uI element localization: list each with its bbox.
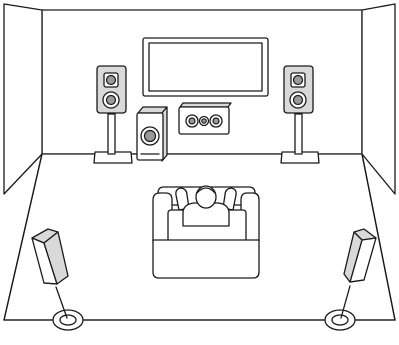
sr-stand-pole [340,285,351,319]
fl-tweeter-icon [105,74,117,86]
sr-cabinet-bottom [349,279,365,283]
left-wall [3,3,43,195]
center-right-driver-cone [212,117,220,125]
fr-stand-base [280,151,320,164]
right-floor-edge [361,153,396,321]
sl-base-inner [59,314,77,326]
right-wall [361,3,396,195]
sofa-front [152,239,260,279]
sl-cabinet-side [43,231,69,285]
surround-right-speaker [324,228,377,331]
listener-head [195,185,217,209]
sub-driver-cone [143,129,157,143]
television [142,37,269,97]
subwoofer [136,106,168,162]
sl-stand-pole [55,286,68,319]
fr-woofer-cone [292,94,304,106]
front-right-speaker [280,65,320,164]
front-left-speaker [93,65,133,164]
fl-stand-base [93,151,133,164]
sofa-left-arm [152,192,173,243]
listener [175,185,237,227]
center-speaker [178,102,232,135]
listener-hair [196,187,216,194]
listener-left-arm [175,187,190,211]
surround-left-speaker [31,228,84,331]
room [3,3,396,321]
fr-stand-pole [294,113,303,155]
listener-body [182,202,230,227]
fl-stand-pole [107,113,116,155]
center-tweeter-cone [201,118,207,124]
center-left-driver-cone [188,117,196,125]
tv-screen [148,42,263,92]
sl-cabinet-bottom [43,282,58,285]
fr-tweeter-icon [292,74,304,86]
fl-woofer-cone [105,94,117,106]
listener-right-arm [222,187,237,211]
sr-base-inner [331,314,349,326]
left-floor-edge [3,153,43,321]
